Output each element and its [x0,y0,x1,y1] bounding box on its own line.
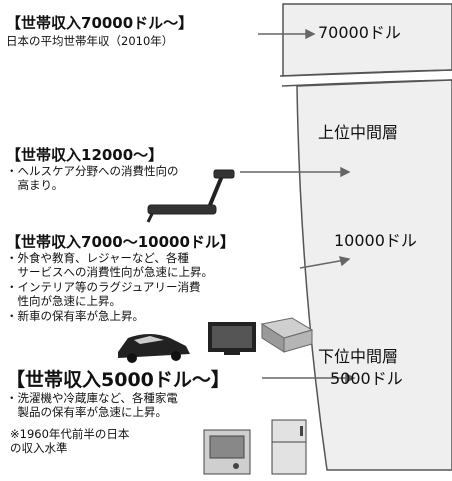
lower-middle-class-label: 下位中間層 [318,347,399,366]
treadmill-icon [146,169,235,223]
tier-5000-note: ※1960年代前半の日本 [10,427,130,441]
income-5000-label: 5000ドル [330,369,403,388]
tier-7000-line: ・インテリア等のラグジュアリー消費 [6,280,201,294]
tier-5000-heading: 【世帯収入5000ドル～】 [6,369,230,391]
washing-machine-icon [203,429,251,475]
tier-5000-line: 製品の保有率が急速に上昇。 [6,405,167,419]
income-column [296,79,452,471]
tier-7000-line: 性向が急速に上昇。 [6,294,121,308]
income-column-top [282,3,452,77]
tier-12000-line: 高まり。 [6,178,64,192]
income-70000-label: 70000ドル [318,23,401,42]
tier-5000-line: ・洗濯機や冷蔵庫など、各種家電 [6,391,178,405]
refrigerator-icon [271,419,307,475]
tier-70000-heading: 【世帯収入70000ドル～】 [6,14,194,32]
tier-70000-line: 日本の平均世帯年収（2010年） [6,34,174,48]
tier-7000-line: サービスへの消費性向が急速に上昇。 [6,265,213,279]
tier-5000-note: の収入水準 [10,441,68,455]
sofa-icon [260,317,314,353]
car-icon [118,334,190,363]
arrow-7000 [299,259,346,269]
television-icon [208,322,256,355]
tier-12000-line: ・ヘルスケア分野への消費性向の [6,164,179,178]
tier-7000-line: ・外食や教育、レジャーなど、各種 [6,251,189,265]
tier-7000-line: ・新車の保有率が急上昇。 [6,309,144,323]
tier-7000-heading: 【世帯収入7000～10000ドル】 [6,233,235,251]
upper-middle-class-label: 上位中間層 [318,123,399,142]
tier-12000-heading: 【世帯収入12000～】 [6,146,164,164]
income-10000-label: 10000ドル [334,231,417,250]
